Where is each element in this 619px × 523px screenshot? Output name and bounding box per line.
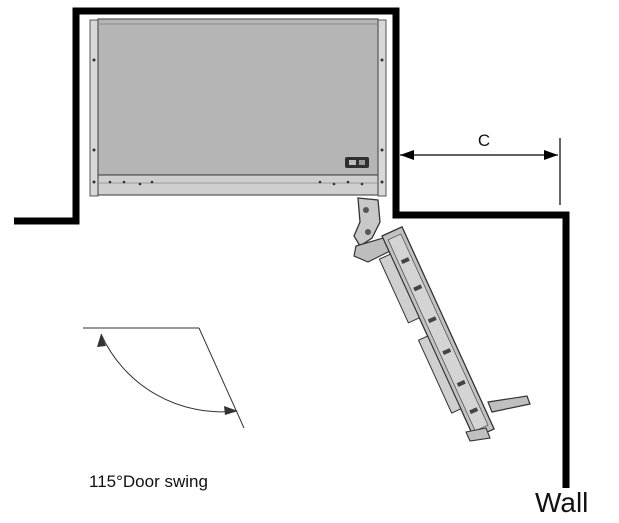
door-swing-angle: 115°Door swing	[83, 327, 245, 491]
dimension-c-label: C	[478, 131, 490, 150]
door-swing-label: 115°Door swing	[89, 472, 208, 491]
latch-icon	[345, 157, 369, 168]
swing-mechanism	[353, 197, 531, 442]
dimension-c: C	[400, 131, 561, 205]
wall-outline	[14, 7, 570, 488]
wall-label: Wall	[535, 487, 588, 518]
cabinet-body	[89, 18, 387, 197]
